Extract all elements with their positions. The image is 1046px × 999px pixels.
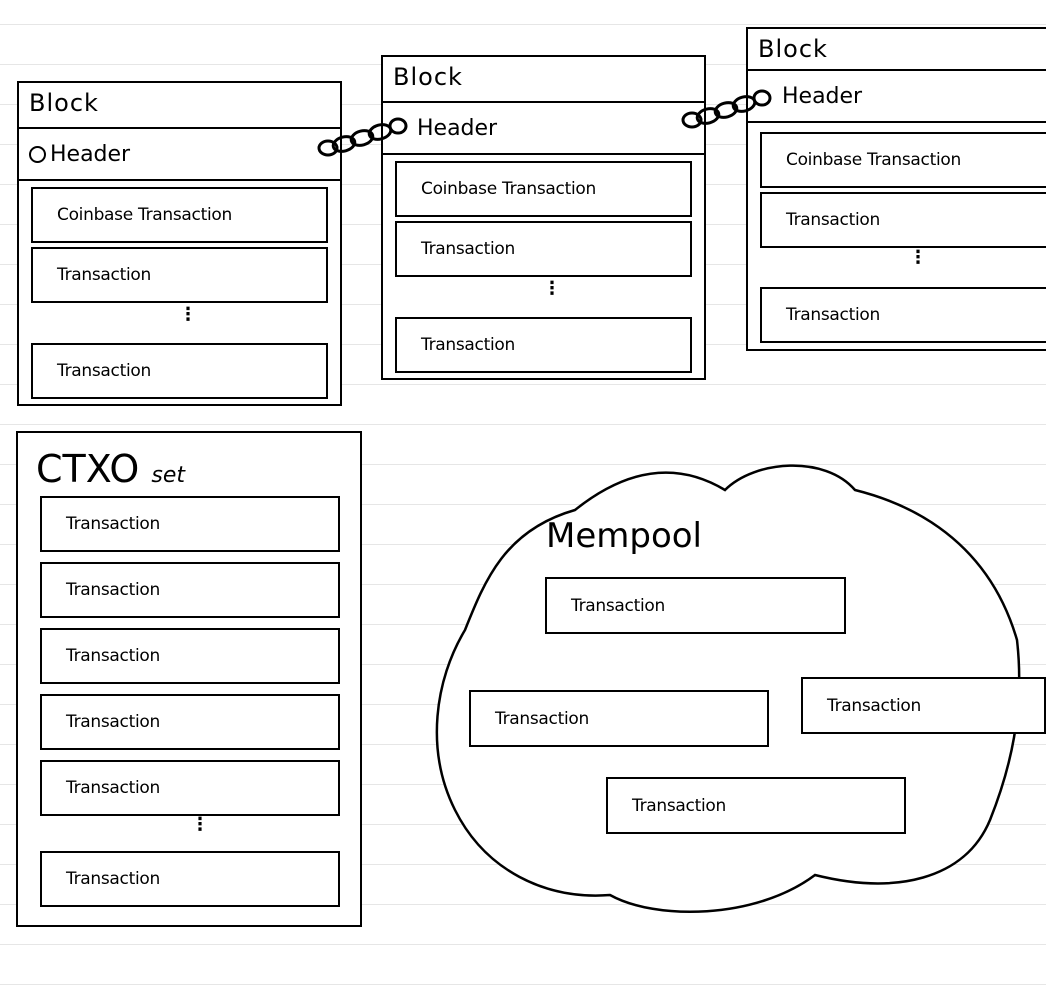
genesis-ring-icon bbox=[29, 145, 46, 163]
ellipsis: ⋮ bbox=[909, 247, 927, 268]
chain-link-icon bbox=[317, 117, 408, 157]
block-title: Block bbox=[29, 89, 99, 117]
block-header: Header bbox=[383, 101, 704, 155]
transaction: Transaction bbox=[760, 192, 1046, 248]
transaction: Transaction bbox=[40, 694, 340, 750]
block-2: Block Header Coinbase Transaction Transa… bbox=[381, 55, 706, 380]
coinbase-transaction: Coinbase Transaction bbox=[760, 132, 1046, 188]
header-label: Header bbox=[782, 83, 863, 109]
transaction: Transaction bbox=[801, 677, 1046, 734]
ellipsis: ⋮ bbox=[191, 814, 209, 835]
transaction: Transaction bbox=[40, 851, 340, 907]
block-1: Block Header Coinbase Transaction Transa… bbox=[17, 81, 342, 406]
block-header: Header bbox=[748, 69, 1046, 123]
header-label: Header bbox=[417, 115, 498, 141]
coinbase-transaction: Coinbase Transaction bbox=[31, 187, 328, 243]
transaction: Transaction bbox=[40, 562, 340, 618]
transaction: Transaction bbox=[469, 690, 769, 747]
block-title: Block bbox=[758, 35, 828, 63]
coinbase-transaction: Coinbase Transaction bbox=[395, 161, 692, 217]
transaction: Transaction bbox=[395, 317, 692, 373]
utxo-set-suffix: set bbox=[151, 463, 185, 488]
block-3: Block Header Coinbase Transaction Transa… bbox=[746, 27, 1046, 351]
transaction: Transaction bbox=[395, 221, 692, 277]
chain-link-icon bbox=[681, 89, 772, 129]
block-header: Header bbox=[19, 127, 340, 181]
block-title: Block bbox=[393, 63, 463, 91]
transaction: Transaction bbox=[40, 496, 340, 552]
header-label: Header bbox=[50, 141, 131, 167]
utxo-set-title: CTXO set bbox=[36, 447, 185, 491]
transaction: Transaction bbox=[40, 760, 340, 816]
transaction: Transaction bbox=[40, 628, 340, 684]
utxo-set: CTXO set Transaction Transaction Transac… bbox=[16, 431, 362, 927]
ellipsis: ⋮ bbox=[179, 304, 197, 325]
ellipsis: ⋮ bbox=[543, 278, 561, 299]
transaction: Transaction bbox=[606, 777, 906, 834]
transaction: Transaction bbox=[545, 577, 846, 634]
transaction: Transaction bbox=[760, 287, 1046, 343]
mempool-title: Mempool bbox=[546, 516, 703, 556]
transaction: Transaction bbox=[31, 343, 328, 399]
transaction: Transaction bbox=[31, 247, 328, 303]
